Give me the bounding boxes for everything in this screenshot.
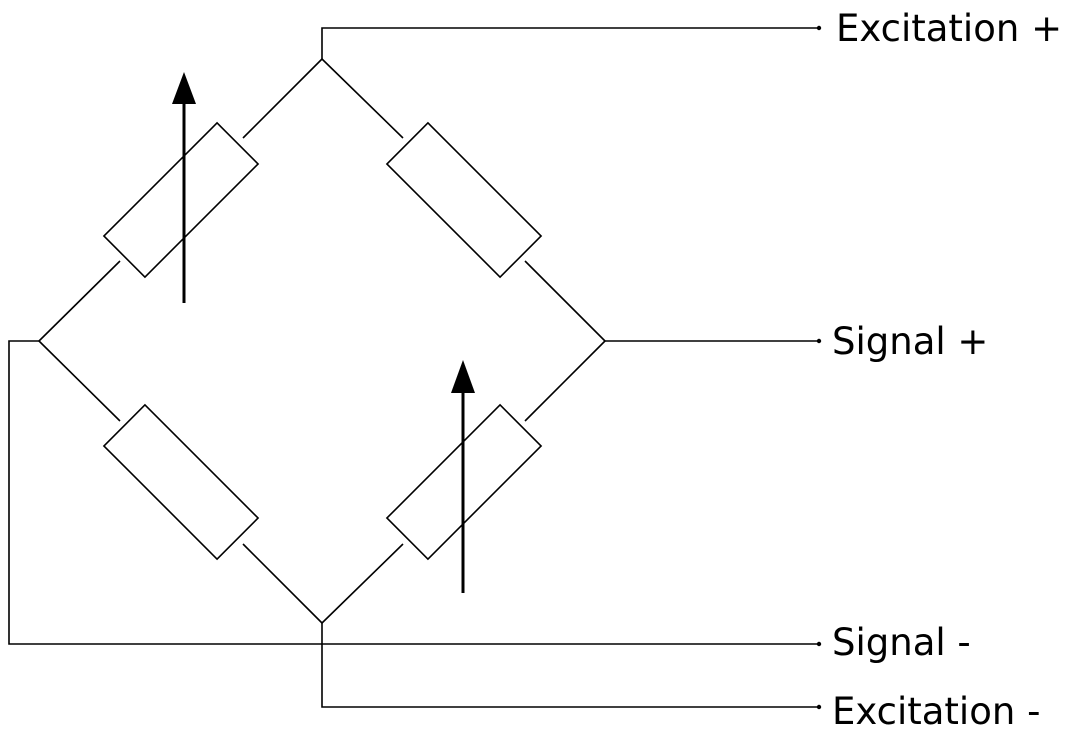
resistor-top-left <box>102 121 260 279</box>
terminal-labels: Excitation + Signal + Signal - Excitatio… <box>832 7 1062 733</box>
label-excitation-minus: Excitation - <box>832 690 1040 733</box>
terminal-dots <box>816 25 822 710</box>
resistor-bottom-left <box>102 403 260 561</box>
wire-excitation-plus <box>321 27 818 59</box>
wire-left-lower-to-bottom <box>242 543 323 624</box>
wire-top-to-left-upper <box>242 58 323 139</box>
label-excitation-plus: Excitation + <box>836 7 1062 50</box>
terminal-dot <box>816 704 822 710</box>
label-signal-minus: Signal - <box>832 621 971 664</box>
variable-arrows <box>172 72 475 593</box>
wire-top-to-right-upper <box>321 58 404 139</box>
wire-right-upper-to-right-node <box>524 260 606 342</box>
wire-right-lower-to-bottom <box>321 543 404 624</box>
wire-left-node-to-left-lower <box>38 340 121 422</box>
wire-right-node-to-right-lower <box>524 340 606 422</box>
label-signal-plus: Signal + <box>832 320 988 363</box>
terminal-dot <box>816 641 822 647</box>
arrow-up-icon <box>451 360 475 593</box>
wire-signal-minus <box>8 340 818 645</box>
arrow-up-icon <box>172 72 196 303</box>
bridge-wires <box>38 58 606 624</box>
resistors <box>102 121 543 561</box>
terminal-dot <box>816 338 822 344</box>
lead-wires <box>8 27 818 708</box>
resistor-top-right <box>385 121 543 279</box>
wire-left-upper-to-left-node <box>38 260 121 342</box>
terminal-dot <box>816 25 822 31</box>
wire-excitation-minus <box>321 623 818 708</box>
